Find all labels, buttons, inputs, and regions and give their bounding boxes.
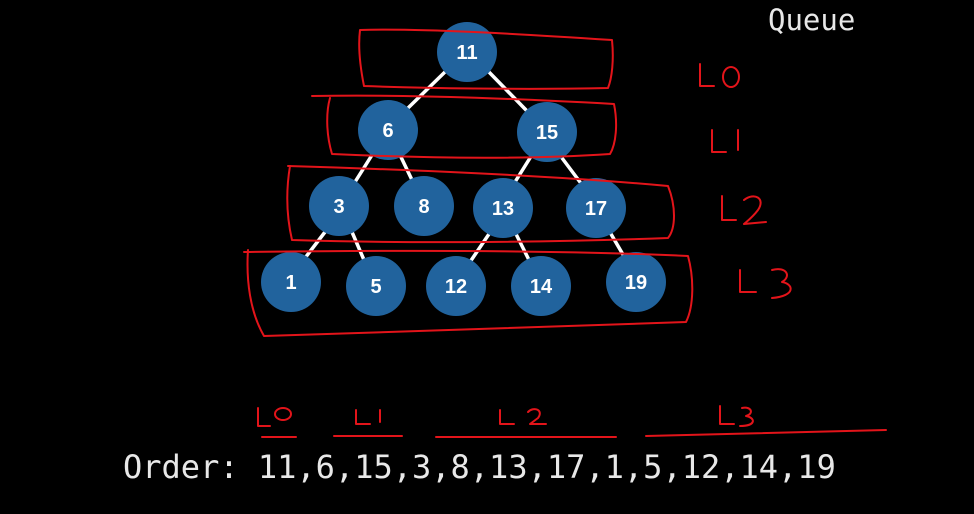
edge-6-8 xyxy=(398,153,414,182)
level-label-l1 xyxy=(711,129,739,153)
node-label: 11 xyxy=(456,42,477,64)
order-group-l2 xyxy=(435,408,617,438)
order-values: 11,6,15,3,8,13,17,1,5,12,14,19 xyxy=(258,448,836,486)
edge-3-1 xyxy=(303,230,327,260)
node-label: 5 xyxy=(370,276,381,298)
edge-11-15 xyxy=(485,68,528,112)
edge-11-6 xyxy=(406,68,449,110)
node-label: 6 xyxy=(382,120,393,142)
order-line: Order: 11,6,15,3,8,13,17,1,5,12,14,19 xyxy=(123,448,836,486)
tree-node: 17 xyxy=(566,178,626,238)
tree-node: 11 xyxy=(437,22,497,82)
tree-nodes: 11 6 15 3 8 13 17 1 5 12 14 19 xyxy=(261,22,666,316)
node-label: 13 xyxy=(492,198,514,220)
order-group-l0 xyxy=(257,407,297,438)
node-label: 8 xyxy=(418,196,429,218)
tree-edges xyxy=(303,68,627,264)
tree-node: 6 xyxy=(358,100,418,160)
node-label: 14 xyxy=(530,276,553,298)
tree-node: 8 xyxy=(394,176,454,236)
edge-3-5 xyxy=(350,230,366,262)
level-box-l3 xyxy=(243,249,694,337)
node-label: 15 xyxy=(536,122,558,144)
level-label-l0 xyxy=(699,63,740,88)
level-label-l2 xyxy=(721,195,767,225)
tree-node: 1 xyxy=(261,252,321,312)
node-label: 3 xyxy=(333,196,344,218)
tree-node: 13 xyxy=(473,178,533,238)
tree-node: 14 xyxy=(511,256,571,316)
order-label: Order: xyxy=(123,448,239,486)
node-label: 19 xyxy=(625,272,647,294)
level-label-l3 xyxy=(739,268,792,299)
queue-title: Queue xyxy=(768,3,855,37)
level-box-l2 xyxy=(286,165,675,244)
node-label: 1 xyxy=(285,272,296,294)
tree-node: 12 xyxy=(426,256,486,316)
edge-13-12 xyxy=(468,232,491,264)
tree-node: 15 xyxy=(517,102,577,162)
level-annotations xyxy=(243,28,887,438)
node-label: 12 xyxy=(445,276,467,298)
order-group-l3 xyxy=(645,405,887,437)
tree-node: 3 xyxy=(309,176,369,236)
order-group-l1 xyxy=(333,409,403,437)
level-box-l0 xyxy=(358,28,614,90)
node-label: 17 xyxy=(585,198,607,220)
edge-15-13 xyxy=(513,156,532,184)
tree-node: 19 xyxy=(606,252,666,312)
level-box-l1 xyxy=(311,94,618,159)
tree-node: 5 xyxy=(346,256,406,316)
edge-13-14 xyxy=(514,232,532,264)
